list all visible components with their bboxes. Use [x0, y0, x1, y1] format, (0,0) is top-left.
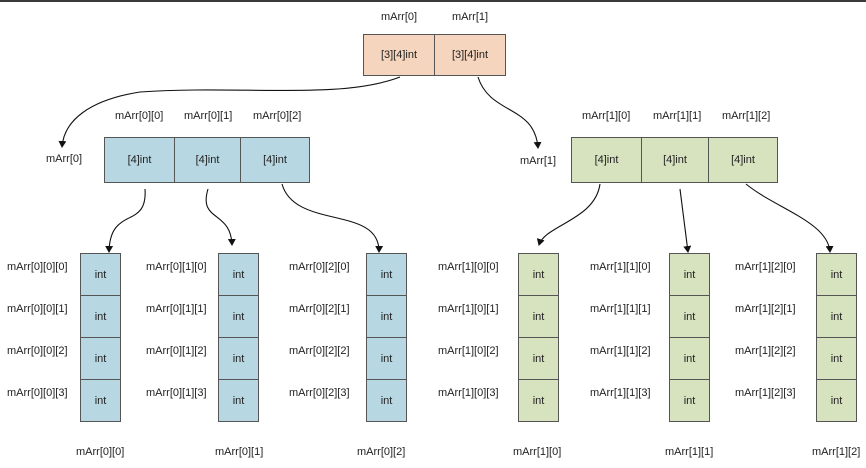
- arrow-top0-to-l2-0: [58, 76, 401, 148]
- int-cell: int: [218, 379, 259, 422]
- arrow-l2-1-1-down: [679, 188, 692, 253]
- l2-0-header-0: mArr[0][0]: [115, 110, 164, 122]
- arrow-l2-1-2-down: [745, 183, 834, 253]
- int-cell-label: mArr[0][2][3]: [289, 387, 350, 399]
- top-label-1: mArr[1]: [452, 11, 489, 23]
- l2-0-header-2: mArr[0][2]: [253, 110, 302, 122]
- int-cell-label: mArr[1][2][2]: [735, 345, 796, 357]
- int-cell-label: mArr[1][0][2]: [438, 345, 499, 357]
- int-cell: int: [669, 337, 710, 380]
- int-cell-label: mArr[1][0][1]: [438, 303, 499, 315]
- l2-1-header-2: mArr[1][2]: [722, 110, 771, 122]
- l2-1-header-1: mArr[1][1]: [653, 110, 702, 122]
- int-cell-label: mArr[0][0][2]: [7, 345, 68, 357]
- column-name-label: mArr[0][0]: [76, 446, 125, 458]
- int-cell: int: [218, 253, 259, 296]
- int-cell-label: mArr[0][2][2]: [289, 345, 350, 357]
- arrow-l2-1-0-down: [536, 183, 601, 246]
- int-cell: int: [669, 295, 710, 338]
- int-cell-label: mArr[1][2][0]: [735, 261, 796, 273]
- column-name-label: mArr[0][1]: [215, 446, 264, 458]
- int-cell: int: [669, 379, 710, 422]
- column-name-label: mArr[1][1]: [665, 446, 714, 458]
- int-cell: int: [816, 295, 857, 338]
- arrow-l2-0-1-down: [205, 188, 236, 246]
- int-cell: int: [80, 379, 121, 422]
- int-cell-label: mArr[1][0][3]: [438, 387, 499, 399]
- int-cell-label: mArr[0][0][1]: [7, 303, 68, 315]
- int-cell-label: mArr[0][0][3]: [7, 387, 68, 399]
- l2-1-cell-1: [4]int: [642, 137, 709, 183]
- l2-0-cell-1: [4]int: [175, 137, 241, 183]
- int-cell: int: [366, 295, 407, 338]
- int-cell: int: [816, 379, 857, 422]
- top-label-0: mArr[0]: [381, 11, 418, 23]
- int-cell: int: [80, 337, 121, 380]
- l2-1-header-0: mArr[1][0]: [582, 110, 631, 122]
- arrow-l2-0-0-down: [105, 188, 146, 253]
- l2-1-cell-2: [4]int: [709, 137, 778, 183]
- column-name-label: mArr[0][2]: [357, 446, 406, 458]
- int-cell-label: mArr[1][1][2]: [590, 345, 651, 357]
- int-cell: int: [218, 337, 259, 380]
- arrow-top1-to-l2-1: [477, 76, 542, 149]
- arrow-l2-0-2-down: [281, 183, 384, 253]
- int-cell-label: mArr[1][1][1]: [590, 303, 651, 315]
- l2-1-cell-0: [4]int: [571, 137, 642, 183]
- int-cell-label: mArr[1][1][3]: [590, 387, 651, 399]
- top-cell-0: [3][4]int: [363, 34, 435, 76]
- int-cell-label: mArr[1][2][3]: [735, 387, 796, 399]
- column-name-label: mArr[1][0]: [513, 446, 562, 458]
- l2-0-header-1: mArr[0][1]: [184, 110, 233, 122]
- int-cell: int: [80, 295, 121, 338]
- column-name-label: mArr[1][2]: [812, 446, 861, 458]
- l2-1-name: mArr[1]: [520, 155, 557, 167]
- int-cell-label: mArr[0][0][0]: [7, 261, 68, 273]
- top-cell-1: [3][4]int: [435, 34, 506, 76]
- int-cell-label: mArr[0][1][3]: [146, 387, 207, 399]
- int-cell: int: [518, 379, 559, 422]
- int-cell-label: mArr[0][2][0]: [289, 261, 350, 273]
- int-cell-label: mArr[0][1][0]: [146, 261, 207, 273]
- int-cell-label: mArr[0][2][1]: [289, 303, 350, 315]
- l2-0-cell-2: [4]int: [241, 137, 310, 183]
- int-cell: int: [518, 253, 559, 296]
- l2-0-name: mArr[0]: [46, 153, 83, 165]
- int-cell-label: mArr[0][1][1]: [146, 303, 207, 315]
- int-cell-label: mArr[1][1][0]: [590, 261, 651, 273]
- int-cell: int: [80, 253, 121, 296]
- int-cell: int: [366, 379, 407, 422]
- int-cell-label: mArr[0][1][2]: [146, 345, 207, 357]
- l2-0-cell-0: [4]int: [104, 137, 175, 183]
- top-border-line: [0, 0, 866, 2]
- int-cell-label: mArr[1][0][0]: [438, 261, 499, 273]
- int-cell-label: mArr[1][2][1]: [735, 303, 796, 315]
